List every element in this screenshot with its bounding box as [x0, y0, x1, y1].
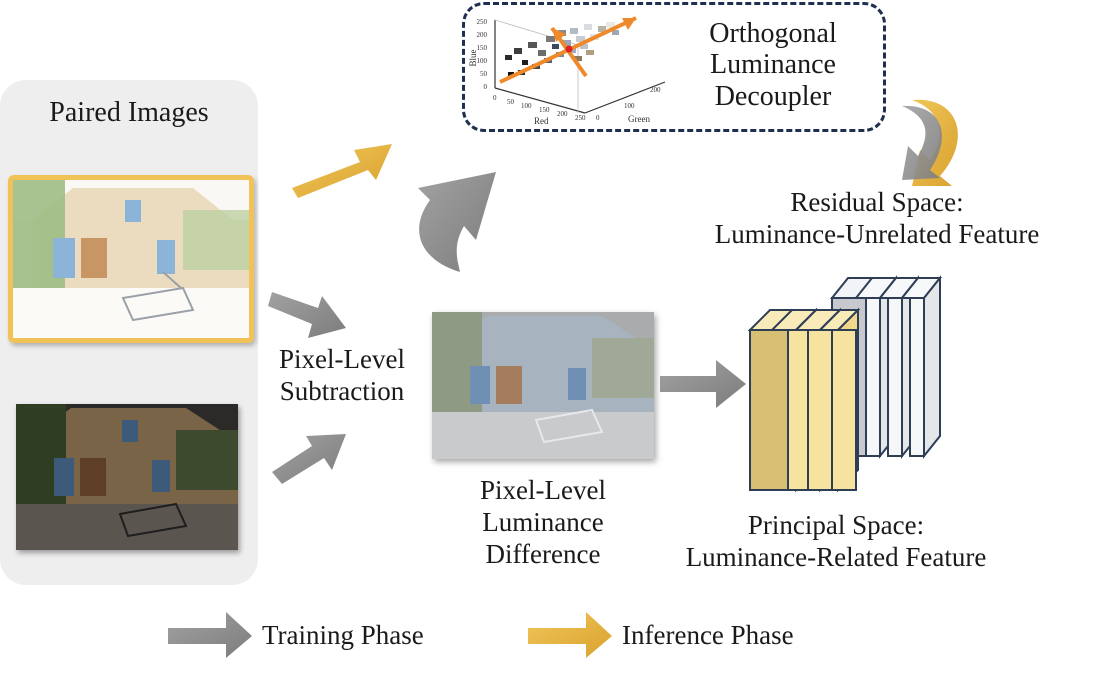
x-axis-label: Red [534, 116, 549, 126]
training-arrow-to-residual [902, 105, 942, 180]
z-tick-200: 200 [477, 31, 488, 39]
y-tick-0: 0 [596, 114, 600, 122]
training-arrow-difference-to-principal [660, 360, 746, 408]
scatter-points [505, 22, 619, 77]
training-arrow-dark-to-subtraction [272, 434, 346, 484]
legend-training-label: Training Phase [262, 620, 424, 650]
x-tick-0: 0 [493, 94, 497, 102]
x-tick-200: 200 [557, 110, 568, 118]
orthogonal-luminance-decoupler-box [462, 2, 886, 132]
x-tick-50: 50 [507, 98, 515, 106]
training-arrow-to-decoupler [418, 172, 496, 272]
legend-inference-arrow [528, 612, 612, 658]
z-tick-150: 150 [477, 44, 488, 52]
y-axis-label: Green [628, 114, 650, 124]
legend-inference-label: Inference Phase [622, 620, 794, 650]
z-tick-0: 0 [484, 83, 488, 91]
luminance-difference-image [432, 312, 654, 459]
bright-image [8, 175, 254, 343]
y-axis-line [584, 81, 666, 114]
z-tick-250: 250 [477, 18, 488, 26]
inference-arrow-to-decoupler [292, 144, 392, 198]
y-tick-200: 200 [650, 86, 661, 94]
z-axis-label: Blue [468, 49, 478, 66]
training-arrow-bright-to-subtraction [268, 292, 346, 338]
residual-space-label: Residual Space: Luminance-Unrelated Feat… [714, 187, 1040, 249]
y-tick-100: 100 [624, 102, 635, 110]
orthogonal-luminance-decoupler-label: Orthogonal Luminance Decoupler [709, 18, 837, 112]
x-axis-line [494, 87, 586, 114]
x-tick-150: 150 [539, 106, 550, 114]
residual-layer-4 [899, 275, 943, 459]
x-tick-250: 250 [575, 114, 586, 122]
principal-space-feature-stack [747, 307, 861, 493]
paired-images-title: Paired Images [49, 97, 209, 128]
principal-layer-4 [817, 307, 861, 493]
z-tick-100: 100 [477, 57, 488, 65]
pixel-level-subtraction-label: Pixel-Level Subtraction [279, 344, 405, 406]
z-tick-50: 50 [480, 70, 488, 78]
rgb-3d-scatter-plot: 250 200 150 100 50 0 0 50 100 150 200 25… [468, 16, 666, 126]
x-tick-100: 100 [521, 102, 532, 110]
principal-space-label: Principal Space: Luminance-Related Featu… [685, 510, 987, 572]
pixel-level-luminance-difference-label: Pixel-Level Luminance Difference [480, 475, 606, 569]
dark-image [16, 404, 238, 550]
legend-training-arrow [168, 612, 252, 658]
